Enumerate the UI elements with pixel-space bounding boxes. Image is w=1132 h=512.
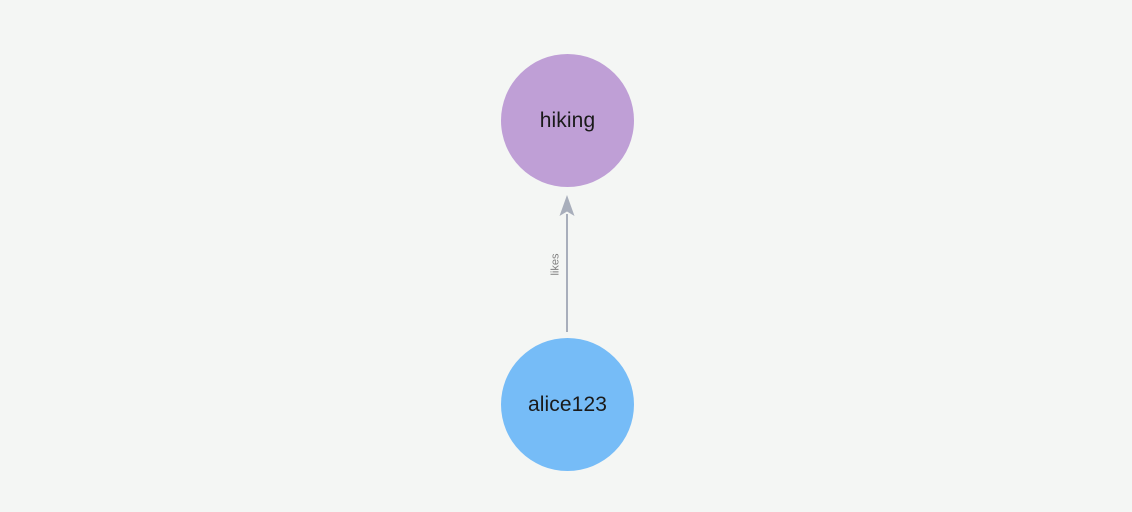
edge-alice123-likes-hiking[interactable] (559, 195, 575, 332)
graph-node-alice123[interactable]: alice123 (501, 338, 634, 471)
graph-node-label: hiking (539, 109, 596, 132)
graph-node-hiking[interactable]: hiking (501, 54, 634, 187)
graph-node-label: alice123 (527, 393, 608, 416)
arrowhead-up-icon (559, 195, 575, 216)
edge-label-likes: likes (549, 253, 562, 276)
